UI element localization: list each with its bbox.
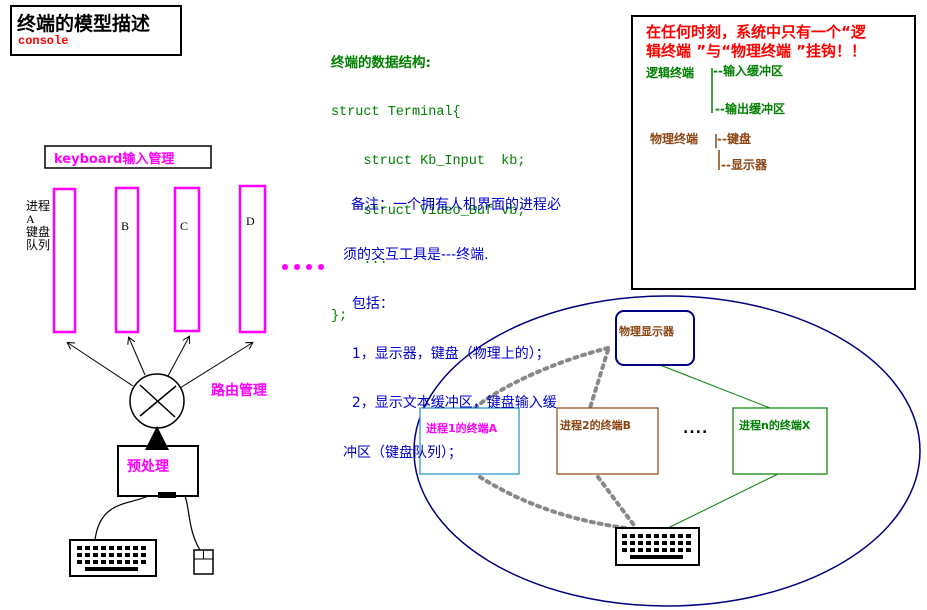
- preprocess-port: [158, 492, 176, 498]
- queue-c-label: C: [180, 219, 189, 233]
- code-line: struct Terminal{: [331, 104, 461, 120]
- keyboard-item-label: --键盘: [717, 132, 751, 146]
- title-box: [10, 5, 182, 56]
- info-headline-line: 在任何时刻，系统中只有一个“逻: [646, 23, 866, 41]
- page-title: 终端的模型描述: [17, 13, 151, 35]
- queue-a-label-line: 队列: [26, 238, 51, 252]
- page-subtitle: console: [18, 34, 69, 48]
- code-block: 终端的数据结构: struct Terminal{ struct Kb_Inpu…: [331, 22, 525, 342]
- router-cross-icon: [139, 384, 177, 418]
- queue-a-label-line: A: [26, 212, 35, 226]
- router-label: 路由管理: [211, 383, 267, 399]
- physical-terminal-label: 物理终端: [650, 132, 699, 146]
- code-line: };: [331, 308, 348, 324]
- queue-d-label: D: [246, 214, 255, 228]
- note-line: 冲区（键盘队列）；: [343, 444, 462, 461]
- code-line: struct Kb_Input kb;: [331, 154, 526, 169]
- shared-keyboard-icon: [615, 527, 700, 566]
- note-line: 备注：一个拥有人机界面的进程必: [351, 197, 561, 213]
- code-line: ...: [331, 253, 388, 268]
- note-line: 2，显示文本缓冲区，键盘输入缓: [343, 395, 557, 411]
- terminal-x-label: 进程n的终端X: [739, 419, 811, 432]
- logical-terminal-label: 逻辑终端: [646, 66, 695, 80]
- queue-b-label: B: [121, 219, 130, 233]
- keyboard-header-box: [44, 145, 212, 169]
- terminal-b-box: [556, 407, 659, 475]
- more-terminals-dots: ....: [683, 421, 709, 437]
- terminal-a-label: 进程1的终端A: [426, 422, 498, 435]
- terminal-b-label: 进程2的终端B: [560, 419, 632, 432]
- keyboard-icon: [69, 539, 157, 577]
- code-line: struct Video_Buf vb;: [331, 203, 526, 219]
- keyboard-manager-label: keyboard输入管理: [54, 152, 175, 167]
- more-queues-dots: [282, 264, 324, 270]
- mouse-icon: [193, 549, 214, 575]
- terminal-x-box: [732, 407, 828, 475]
- router-arrows: [68, 337, 252, 389]
- info-box: [631, 15, 916, 290]
- queue-a: [52, 187, 77, 334]
- physical-tree-lines: [715, 134, 720, 170]
- display-item-label: --显示器: [721, 158, 767, 172]
- note-line: 包括：: [343, 296, 394, 312]
- physical-display-label: 物理显示器: [619, 325, 674, 338]
- input-buffer-label: --输入缓冲区: [713, 64, 783, 78]
- terminal-ellipse: [413, 295, 921, 607]
- queue-a-label-line: 键盘: [26, 225, 51, 239]
- preprocess-label: 预处理: [127, 459, 169, 475]
- info-headline-line: 辑终端 ”与“物理终端 ”挂钩！！: [646, 42, 867, 60]
- terminal-a-box: [419, 407, 520, 475]
- mouse-cable: [184, 495, 201, 551]
- queue-a-label: 进程 A 键盘 队列: [26, 200, 50, 252]
- note-block: 备注：一个拥有人机界面的进程必 须的交互工具是---终端. 包括： 1，显示器，…: [343, 164, 615, 478]
- code-line: 终端的数据结构:: [331, 55, 431, 71]
- green-connections: [659, 364, 779, 531]
- physical-display-box: [615, 310, 695, 366]
- note-line: 1，显示器，键盘（物理上的）；: [343, 345, 550, 362]
- info-headline: 在任何时刻，系统中只有一个“逻 辑终端 ”与“物理终端 ”挂钩！！: [646, 23, 866, 61]
- queue-d: [238, 184, 267, 334]
- queue-a-label-line: 进程: [26, 199, 51, 213]
- queue-b: [114, 186, 140, 334]
- keyboard-cable: [94, 495, 149, 541]
- queue-c: [173, 186, 201, 333]
- output-buffer-label: --输出缓冲区: [715, 102, 785, 116]
- note-line: 须的交互工具是---终端.: [343, 246, 489, 263]
